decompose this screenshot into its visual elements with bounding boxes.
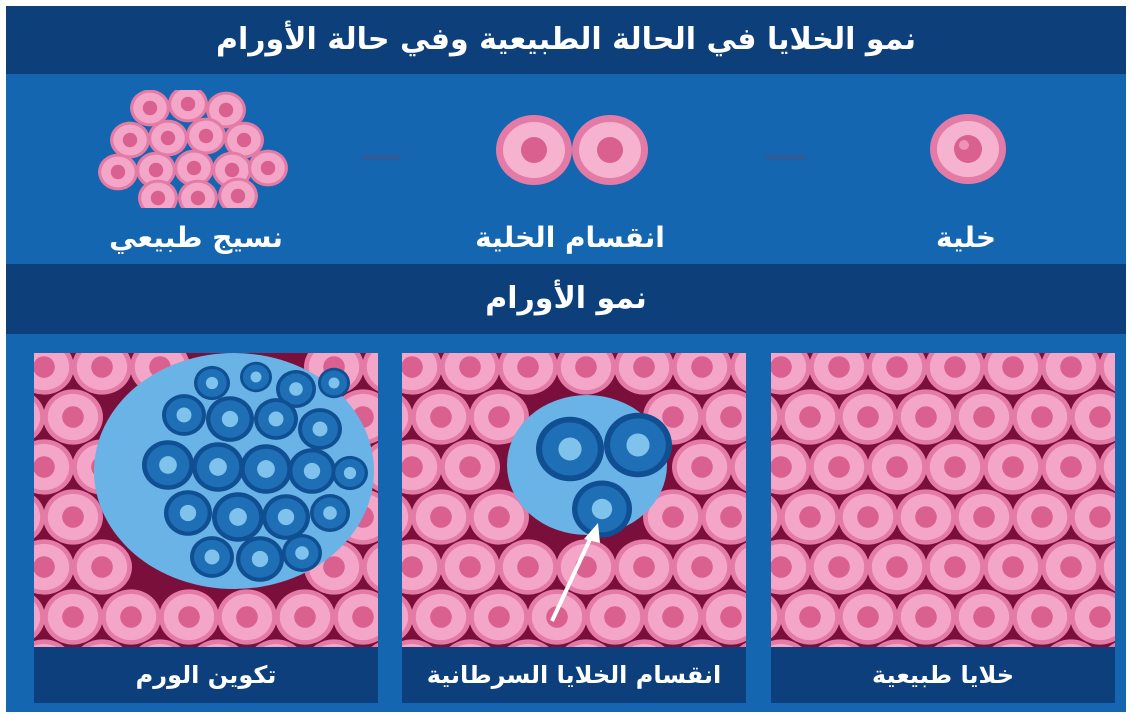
cancer-cell [162,394,206,436]
cancer-cell [164,490,212,536]
stage-label-cell-division: انقسام الخلية [420,213,720,263]
cancer-cell [254,398,298,440]
cancer-cell [536,417,604,482]
cancer-cell [298,408,342,450]
normal-cell [440,539,500,594]
normal-cell [954,389,1014,444]
normal-cell [838,489,898,544]
panel-label-cancer-division: انقسام الخلايا السرطانية [402,647,746,703]
panel-label-normal-cells: خلايا طبيعية [771,647,1115,703]
normal-cell [72,539,132,594]
cancer-cell [310,494,350,532]
normal-cell [867,439,927,494]
normal-cell [411,589,471,644]
cancer-cell [192,442,244,491]
cancer-cell [240,362,272,392]
normal-cells-illustration [771,353,1115,647]
normal-cell [896,589,956,644]
normal-cell [1041,539,1101,594]
normal-cell [217,589,277,644]
normal-cell [983,439,1043,494]
normal-cell [925,439,985,494]
panel-tumor-formation: تكوين الورم [34,353,378,703]
cancer-cell [604,413,672,478]
normal-cell [248,150,288,187]
normal-cell [527,589,587,644]
normal-cell [1012,589,1072,644]
panel-normal-cells: خلايا طبيعية [771,353,1115,703]
tumor-formation-illustration [34,353,378,647]
normal-cell [672,539,732,594]
normal-cell [101,589,161,644]
cancer-division-illustration [402,353,746,647]
panel-label-tumor-formation: تكوين الورم [34,647,378,703]
diagram-frame: نمو الخلايا في الحالة الطبيعية وفي حالة … [6,6,1126,712]
cancer-cell [332,456,368,490]
cancer-cell [212,492,264,541]
normal-cell [983,539,1043,594]
cancer-cell [236,536,284,582]
normal-cell [168,90,208,122]
normal-cell [1041,439,1101,494]
main-title: نمو الخلايا في الحالة الطبيعية وفي حالة … [6,6,1126,74]
normal-cell [411,389,471,444]
tumor-section-title: نمو الأورام [6,264,1126,334]
single-cell-illustration [926,109,1010,189]
cancer-cell [318,368,350,398]
normal-cell [585,589,645,644]
normal-cell [469,589,529,644]
normal-cell [809,439,869,494]
normal-cell [838,389,898,444]
normal-cell [838,589,898,644]
cancer-cell [240,444,292,493]
normal-cell [896,389,956,444]
cancer-cell [572,481,632,538]
normal-cell [867,539,927,594]
normal-cell [98,154,138,191]
normal-cell [498,539,558,594]
cancer-cell [262,494,310,540]
panel-cancer-division: انقسام الخلايا السرطانية [402,353,746,703]
normal-cell [411,489,471,544]
normal-cell [1012,489,1072,544]
normal-cell [672,439,732,494]
normal-cell [643,589,703,644]
arrow-connector [361,154,401,160]
normal-cell [809,539,869,594]
normal-cell [110,122,150,159]
cancer-cell [194,366,230,400]
stage-label-cell: خلية [816,213,1116,263]
cancer-cell [206,396,254,442]
normal-cell [159,589,219,644]
normal-cell [43,489,103,544]
stage-label-normal-tissue: نسيج طبيعي [46,213,346,263]
normal-cell [780,389,840,444]
normal-cell [780,489,840,544]
cancer-cell [142,440,194,489]
dividing-cell-illustration [494,112,650,188]
normal-cell [43,589,103,644]
normal-cell [43,389,103,444]
normal-cell [186,118,226,155]
normal-cell [440,439,500,494]
normal-cell [896,489,956,544]
arrow-connector [766,154,806,160]
cancer-cell [282,534,322,572]
normal-cell [954,489,1014,544]
cancer-cell [288,448,336,494]
normal-cell [925,539,985,594]
normal-cell [275,589,335,644]
normal-cell [148,120,188,157]
normal-cell [1012,389,1072,444]
normal-cell [954,589,1014,644]
normal-cell [780,589,840,644]
normal-tissue-illustration [98,90,288,208]
normal-cell [614,539,674,594]
cancer-cell [190,536,234,578]
